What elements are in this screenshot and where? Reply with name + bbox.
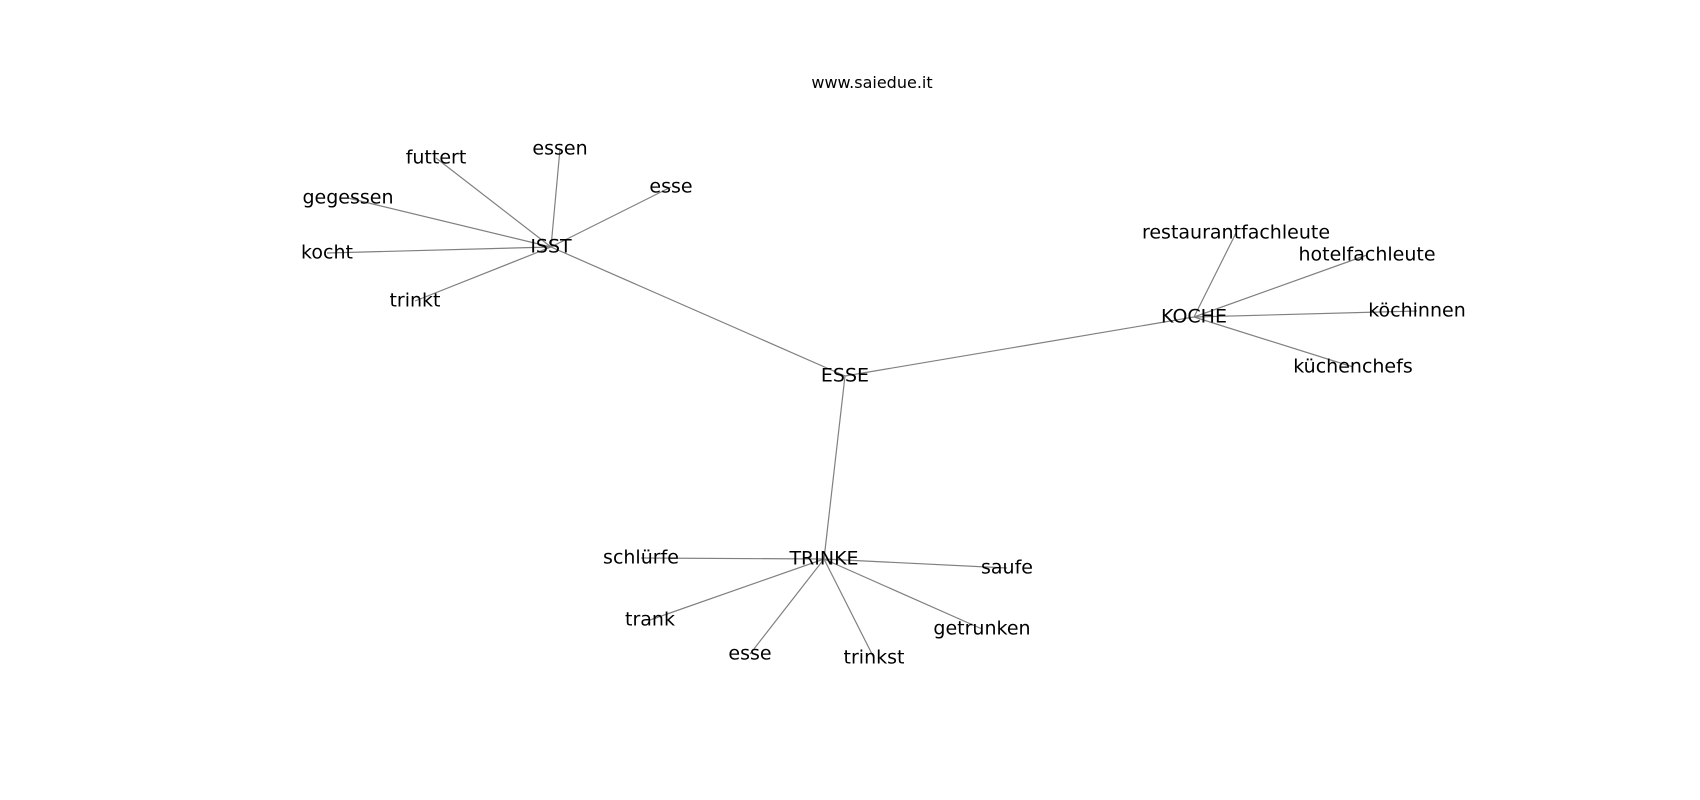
edge-isst-to-isst_kocht bbox=[326, 246, 552, 254]
node-label-koche_restaurantfachleute: restaurantfachleute bbox=[1142, 222, 1330, 244]
edge-isst-to-isst_esse bbox=[550, 186, 672, 248]
edge-trinke-to-trinke_schluerfe bbox=[640, 557, 825, 560]
node-label-trinke_schluerfe: schlürfe bbox=[603, 547, 679, 569]
node-label-koche: KOCHE bbox=[1161, 306, 1227, 328]
edge-esse-to-trinke bbox=[823, 375, 846, 560]
edge-isst-to-isst_trinkt bbox=[414, 246, 552, 302]
edge-esse-to-koche bbox=[844, 316, 1195, 377]
node-label-isst_kocht: kocht bbox=[301, 242, 353, 264]
node-label-trinke_getrunken: getrunken bbox=[933, 618, 1030, 640]
node-label-isst_gegessen: gegessen bbox=[302, 187, 393, 209]
node-label-trinke_esse: esse bbox=[728, 643, 771, 665]
node-label-esse: ESSE bbox=[821, 365, 869, 387]
edge-koche-to-koche_kuechenchefs bbox=[1193, 316, 1354, 368]
edge-isst-to-isst_futtert bbox=[435, 157, 552, 248]
source-label: www.saiedue.it bbox=[811, 73, 932, 92]
edge-trinke-to-trinke_trank bbox=[649, 558, 825, 621]
node-label-isst_futtert: futtert bbox=[406, 147, 467, 169]
node-label-isst: ISST bbox=[530, 236, 572, 258]
nodes-layer: ESSE ISST KOCHE TRINKE essen futtert esse geges… bbox=[301, 138, 1466, 669]
edges-layer bbox=[326, 148, 1418, 659]
node-label-isst_essen: essen bbox=[532, 138, 587, 160]
node-label-trinke_trank: trank bbox=[625, 609, 675, 631]
edge-koche-to-koche_koechinnen bbox=[1193, 310, 1418, 318]
edge-koche-to-koche_restaurantfachleute bbox=[1193, 232, 1237, 318]
edge-trinke-to-trinke_trinkst bbox=[823, 558, 875, 659]
edge-trinke-to-trinke_esse bbox=[749, 558, 825, 655]
edge-esse-to-isst bbox=[550, 246, 846, 377]
edge-isst-to-isst_gegessen bbox=[347, 197, 552, 248]
node-label-koche_kuechenchefs: küchenchefs bbox=[1293, 356, 1412, 378]
node-label-koche_hotelfachleute: hotelfachleute bbox=[1298, 244, 1435, 266]
node-label-trinke_trinkst: trinkst bbox=[844, 647, 905, 669]
edge-trinke-to-trinke_getrunken bbox=[823, 558, 983, 630]
node-label-trinke_saufe: saufe bbox=[981, 557, 1033, 579]
node-label-trinke: TRINKE bbox=[788, 548, 858, 570]
node-label-isst_trinkt: trinkt bbox=[389, 290, 440, 312]
edge-trinke-to-trinke_saufe bbox=[823, 558, 1008, 569]
node-label-isst_esse: esse bbox=[649, 176, 692, 198]
edge-isst-to-isst_essen bbox=[550, 148, 561, 248]
edge-koche-to-koche_hotelfachleute bbox=[1193, 254, 1368, 318]
node-label-koche_koechinnen: köchinnen bbox=[1368, 300, 1466, 322]
